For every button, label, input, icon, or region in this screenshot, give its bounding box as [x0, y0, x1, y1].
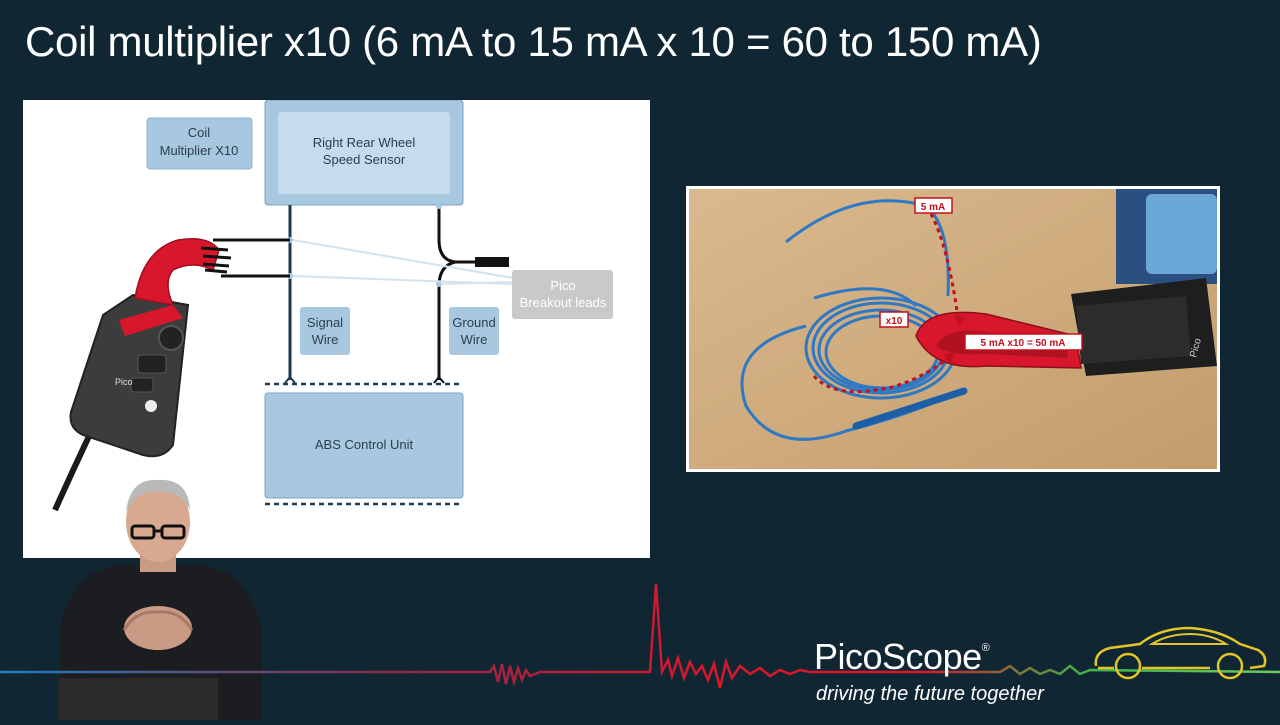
- ground-wire-label: Ground Wire: [449, 307, 499, 355]
- signal-label-line2: Wire: [312, 332, 339, 347]
- clamp-photo: Pico 5 mA x10 5 mA x10 = 50 mA: [686, 186, 1220, 472]
- brand-name: PicoScope®: [814, 636, 990, 678]
- car-outline-icon: [1094, 626, 1267, 680]
- breakout-lead-plug: [475, 257, 509, 267]
- brand-registered-mark: ®: [981, 642, 990, 654]
- presenter-video: [40, 470, 280, 720]
- presenter-head: [126, 482, 190, 562]
- label-result-tag: 5 mA x10 = 50 mA: [964, 333, 1083, 351]
- pico-label-line2: Breakout leads: [520, 295, 607, 310]
- label-x10: x10: [886, 316, 903, 327]
- label-x10-tag: x10: [879, 311, 909, 328]
- abs-control-unit-box: ABS Control Unit: [264, 392, 464, 499]
- signal-wire-label: Signal Wire: [300, 307, 350, 355]
- wiring-diagram: Coil Multiplier X10 Right Rear Wheel Spe…: [23, 100, 650, 558]
- abs-label: ABS Control Unit: [315, 437, 414, 452]
- clamp-brand-label: Pico: [115, 377, 133, 387]
- sensor-label-line1: Right Rear Wheel: [313, 135, 416, 150]
- ground-label-line2: Wire: [461, 332, 488, 347]
- current-clamp-icon: Pico: [52, 238, 232, 512]
- coil-multiplier-box: Coil Multiplier X10: [146, 117, 253, 170]
- sensor-label-line2: Speed Sensor: [323, 152, 406, 167]
- pico-label-line1: Pico: [550, 278, 575, 293]
- label-result: 5 mA x10 = 50 mA: [981, 338, 1066, 349]
- pico-breakout-box: Pico Breakout leads: [512, 270, 613, 319]
- wheel-speed-sensor-box: Right Rear Wheel Speed Sensor: [264, 100, 464, 206]
- label-5ma-tag: 5 mA: [914, 197, 953, 214]
- brand-name-text: PicoScope: [814, 636, 982, 677]
- brand-tagline: driving the future together: [816, 683, 1044, 705]
- slide-title: Coil multiplier x10 (6 mA to 15 mA x 10 …: [25, 18, 1042, 65]
- ground-label-line1: Ground: [452, 315, 495, 330]
- signal-waveform: [0, 583, 1280, 689]
- photo-clamp-brand: Pico: [1188, 337, 1204, 359]
- signal-label-line1: Signal: [307, 315, 343, 330]
- coil-label-line1: Coil: [188, 125, 211, 140]
- coil-label-line2: Multiplier X10: [160, 143, 239, 158]
- label-5ma: 5 mA: [921, 202, 945, 213]
